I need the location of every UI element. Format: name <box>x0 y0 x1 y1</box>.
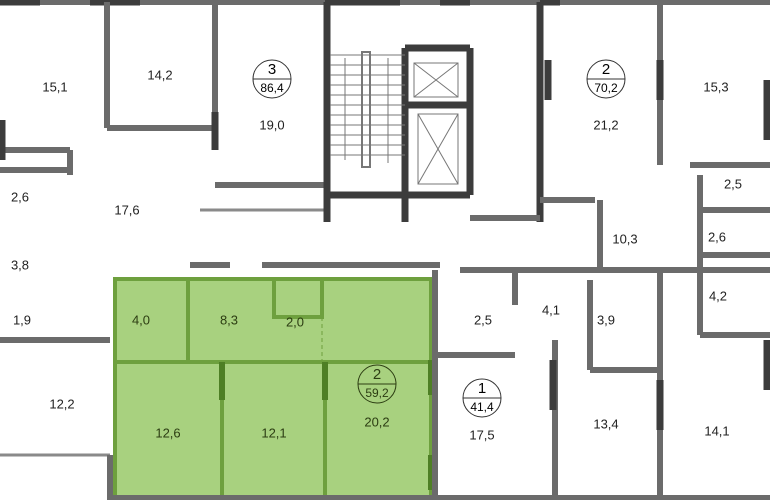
selected-apartment-bearing-walls <box>219 360 434 490</box>
apartment-badge-2-top[interactable]: 2 70,2 <box>586 59 626 99</box>
room-area: 4,0 <box>132 312 150 327</box>
room-area: 13,4 <box>593 416 618 431</box>
apartment-rooms: 2 <box>373 366 381 383</box>
room-area: 17,6 <box>114 202 139 217</box>
room-area: 4,2 <box>709 288 727 303</box>
room-area: 19,0 <box>259 117 284 132</box>
room-area: 15,1 <box>42 79 67 94</box>
apartment-badge-3[interactable]: 3 86,4 <box>252 59 292 99</box>
apartment-badge-2-selected[interactable]: 2 59,2 <box>357 364 397 404</box>
apartment-rooms: 1 <box>478 380 486 397</box>
apartment-rooms: 3 <box>268 61 276 78</box>
apartment-badge-1[interactable]: 1 41,4 <box>462 378 502 418</box>
room-area: 2,5 <box>724 176 742 191</box>
room-area: 2,6 <box>11 189 29 204</box>
apartment-area: 86,4 <box>260 81 284 95</box>
room-area: 20,2 <box>364 414 389 429</box>
room-labels: 15,1 14,2 19,0 21,2 15,3 2,6 17,6 3,8 1,… <box>11 67 742 442</box>
room-area: 14,2 <box>147 67 172 82</box>
room-area: 12,6 <box>155 425 180 440</box>
room-area: 15,3 <box>703 79 728 94</box>
apartment-area: 41,4 <box>470 400 494 414</box>
room-area: 12,2 <box>49 396 74 411</box>
apartment-area: 59,2 <box>365 386 389 400</box>
room-area: 2,5 <box>474 312 492 327</box>
apartment-area: 70,2 <box>594 81 618 95</box>
room-area: 4,1 <box>542 302 560 317</box>
room-area: 17,5 <box>469 427 494 442</box>
room-area: 10,3 <box>612 231 637 246</box>
room-area: 14,1 <box>704 423 729 438</box>
room-area: 1,9 <box>13 312 31 327</box>
staircase <box>330 51 405 168</box>
room-area: 8,3 <box>220 312 238 327</box>
room-area: 12,1 <box>261 425 286 440</box>
room-area: 3,9 <box>597 312 615 327</box>
room-area: 2,6 <box>708 229 726 244</box>
elevator-icons <box>413 62 459 185</box>
room-area: 21,2 <box>593 117 618 132</box>
room-area: 3,8 <box>11 257 29 272</box>
apartment-rooms: 2 <box>602 61 610 78</box>
room-area: 2,0 <box>286 314 304 329</box>
